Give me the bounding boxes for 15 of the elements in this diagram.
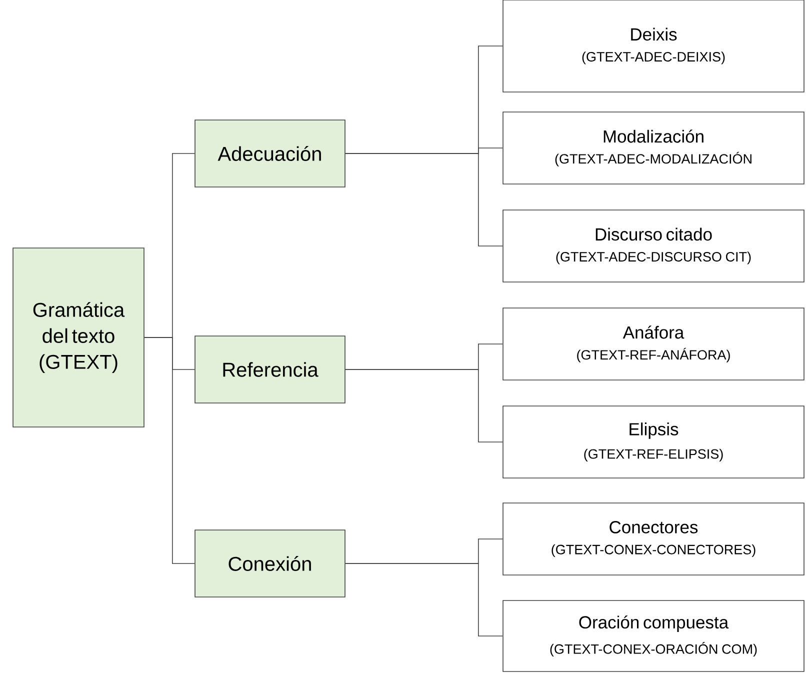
connector-line [345, 563, 503, 636]
subcategory-box: Oración compuesta (GTEXT-CONEX-ORACIÓN COM) [502, 600, 804, 672]
subcategory-box: Deixis (GTEXT-ADEC-DEIXIS) [502, 0, 804, 92]
connector-line [144, 337, 195, 564]
subcategory-box: Elipsis (GTEXT-REF-ELIPSIS) [502, 406, 804, 478]
subcategory-box: Conectores (GTEXT-CONEX-CONECTORES) [502, 502, 804, 576]
subcategory-box: Discurso citado (GTEXT-ADEC-DISCURSO CIT) [502, 210, 804, 282]
connector-line [345, 153, 503, 246]
category-box: Referencia [194, 336, 346, 404]
root-box: Gramática del texto (GTEXT) [12, 248, 144, 428]
category-box: Adecuación [194, 120, 346, 188]
subcategory-box: Modalización (GTEXT-ADEC-MODALIZACIÓN [502, 112, 804, 184]
category-box: Conexión [194, 530, 346, 598]
connector-line [345, 369, 503, 442]
subcategory-box: Anáfora (GTEXT-REF-ANÁFORA) [502, 308, 804, 380]
